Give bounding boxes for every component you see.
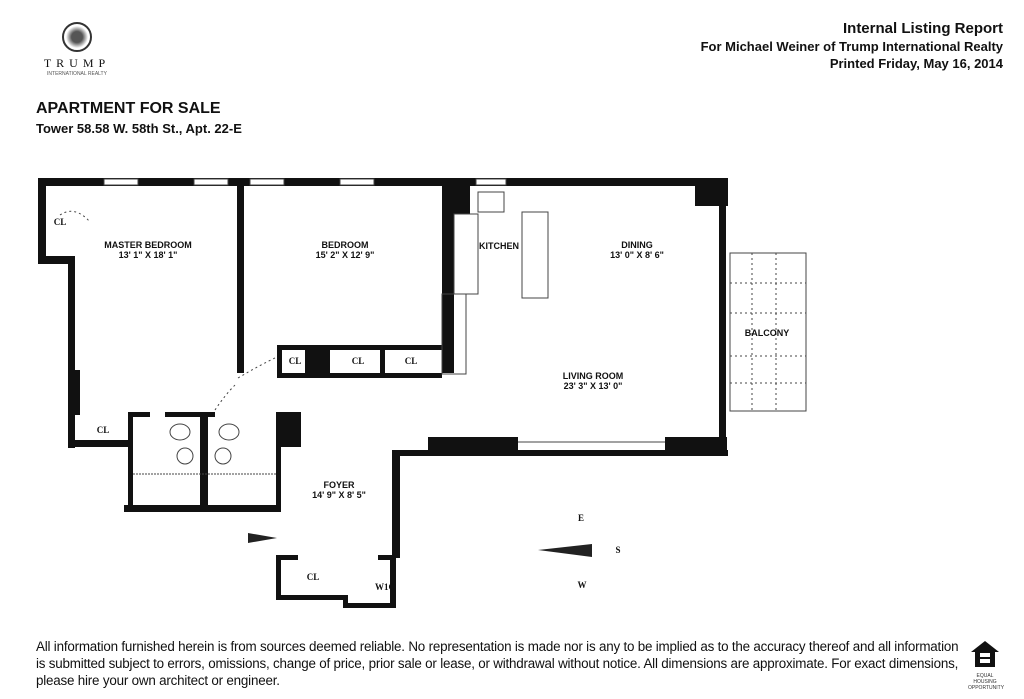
logo-brand: TRUMP [43,56,111,70]
disclaimer: All information furnished herein is from… [36,639,959,688]
report-title: Internal Listing Report [842,20,1003,37]
entry-arrow-icon [248,533,277,543]
room-dims: 13' 1" X 18' 1" [119,250,178,260]
printed-date: Printed Friday, May 16, 2014 [829,56,1003,71]
compass-west: W [578,580,587,590]
trump-logo: TRUMP INTERNATIONAL REALTY [38,22,116,77]
closet-label: CL [352,356,365,366]
report-header: Internal Listing Report For Michael Wein… [701,20,1003,71]
fixtures [59,178,807,475]
room-name: KITCHEN [479,241,519,251]
room-name: DINING [621,240,653,250]
room-name: BEDROOM [322,240,369,250]
equal-housing-logo: EQUAL HOUSING OPPORTUNITY [968,640,1005,691]
eho-caption: EQUAL HOUSING OPPORTUNITY [968,673,1005,691]
logo-tagline: INTERNATIONAL REALTY [47,71,107,77]
closet-label: CL [405,356,418,366]
listing-address: Tower 58.58 W. 58th St., Apt. 22-E [36,121,242,136]
room-dims: 14' 9" X 8' 5" [312,490,366,500]
room-dims: 23' 3" X 13' 0" [564,381,623,391]
wic-label: W1C [375,582,395,592]
closet-label: CL [54,217,67,227]
equal-housing-icon [971,641,999,667]
prepared-for: For Michael Weiner of Trump Internationa… [700,39,1003,54]
compass-needle-icon [538,544,592,557]
closet-label: CL [97,425,110,435]
compass-south: S [615,545,620,555]
compass-east: E [578,513,584,523]
room-name: BALCONY [745,328,790,338]
room-name: FOYER [323,480,355,490]
walls [38,178,728,608]
room-dims: 13' 0" X 8' 6" [610,250,664,260]
closet-label: CL [307,572,320,582]
closet-label: CL [289,356,302,366]
room-name: MASTER BEDROOM [104,240,192,250]
listing-title: APARTMENT FOR SALE [36,100,221,117]
room-dims: 15' 2" X 12' 9" [316,250,375,260]
room-name: LIVING ROOM [563,371,624,381]
compass: E S W [538,513,621,590]
seal-icon [62,22,92,52]
room-labels: MASTER BEDROOM 13' 1" X 18' 1" BEDROOM 1… [54,217,790,592]
